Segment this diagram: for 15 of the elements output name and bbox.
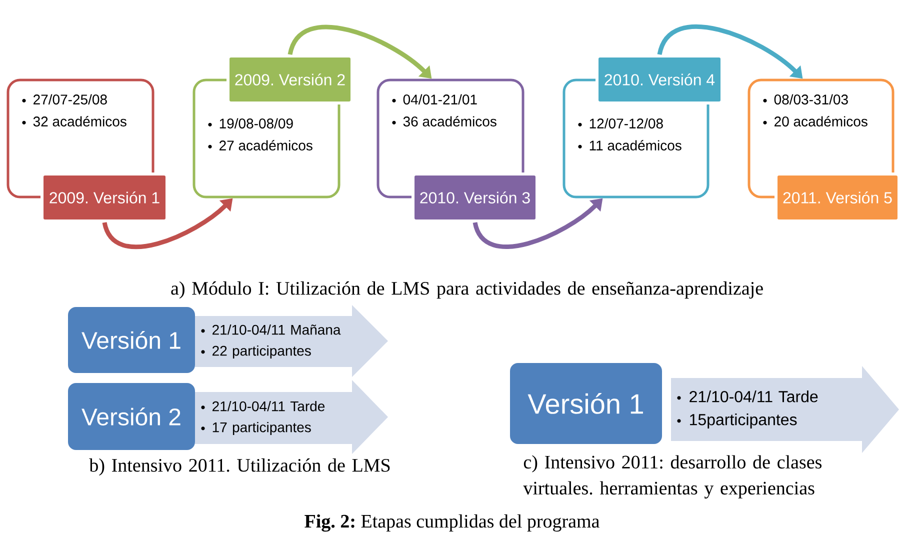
pointed-banner: 21/10-04/11 Tarde 17 participantes [195,380,388,454]
version-box: Versión 2 [68,383,195,450]
version-box: Versión 1 [68,307,195,373]
figure-caption: Fig. 2: Etapas cumplidas del programa [304,514,600,532]
label-tab: 2011. Versión 5 [774,172,900,222]
label-tab: 2010. Versión 4 [596,54,724,104]
label-tab: 2009. Versión 2 [226,54,354,104]
panel-caption: a) Módulo I: Utilización de LMS para actividades de enseñanza-aprendizaje [171,281,763,299]
pointed-banner: 21/10-04/11 Tarde 15participantes [671,366,899,453]
pointed-banner: 21/10-04/11 Mañana 22 participantes [195,305,388,377]
label-tab: 2010. Versión 3 [412,172,538,222]
label-tab: 2009. Versión 1 [40,172,168,222]
panel-caption: b) Intensivo 2011. Utilización de LMS [89,458,390,476]
panel-caption: c) Intensivo 2011: desarrollo de clases virtuales. herramientas y experiencias [523,455,822,498]
version-box: Versión 1 [510,363,662,444]
